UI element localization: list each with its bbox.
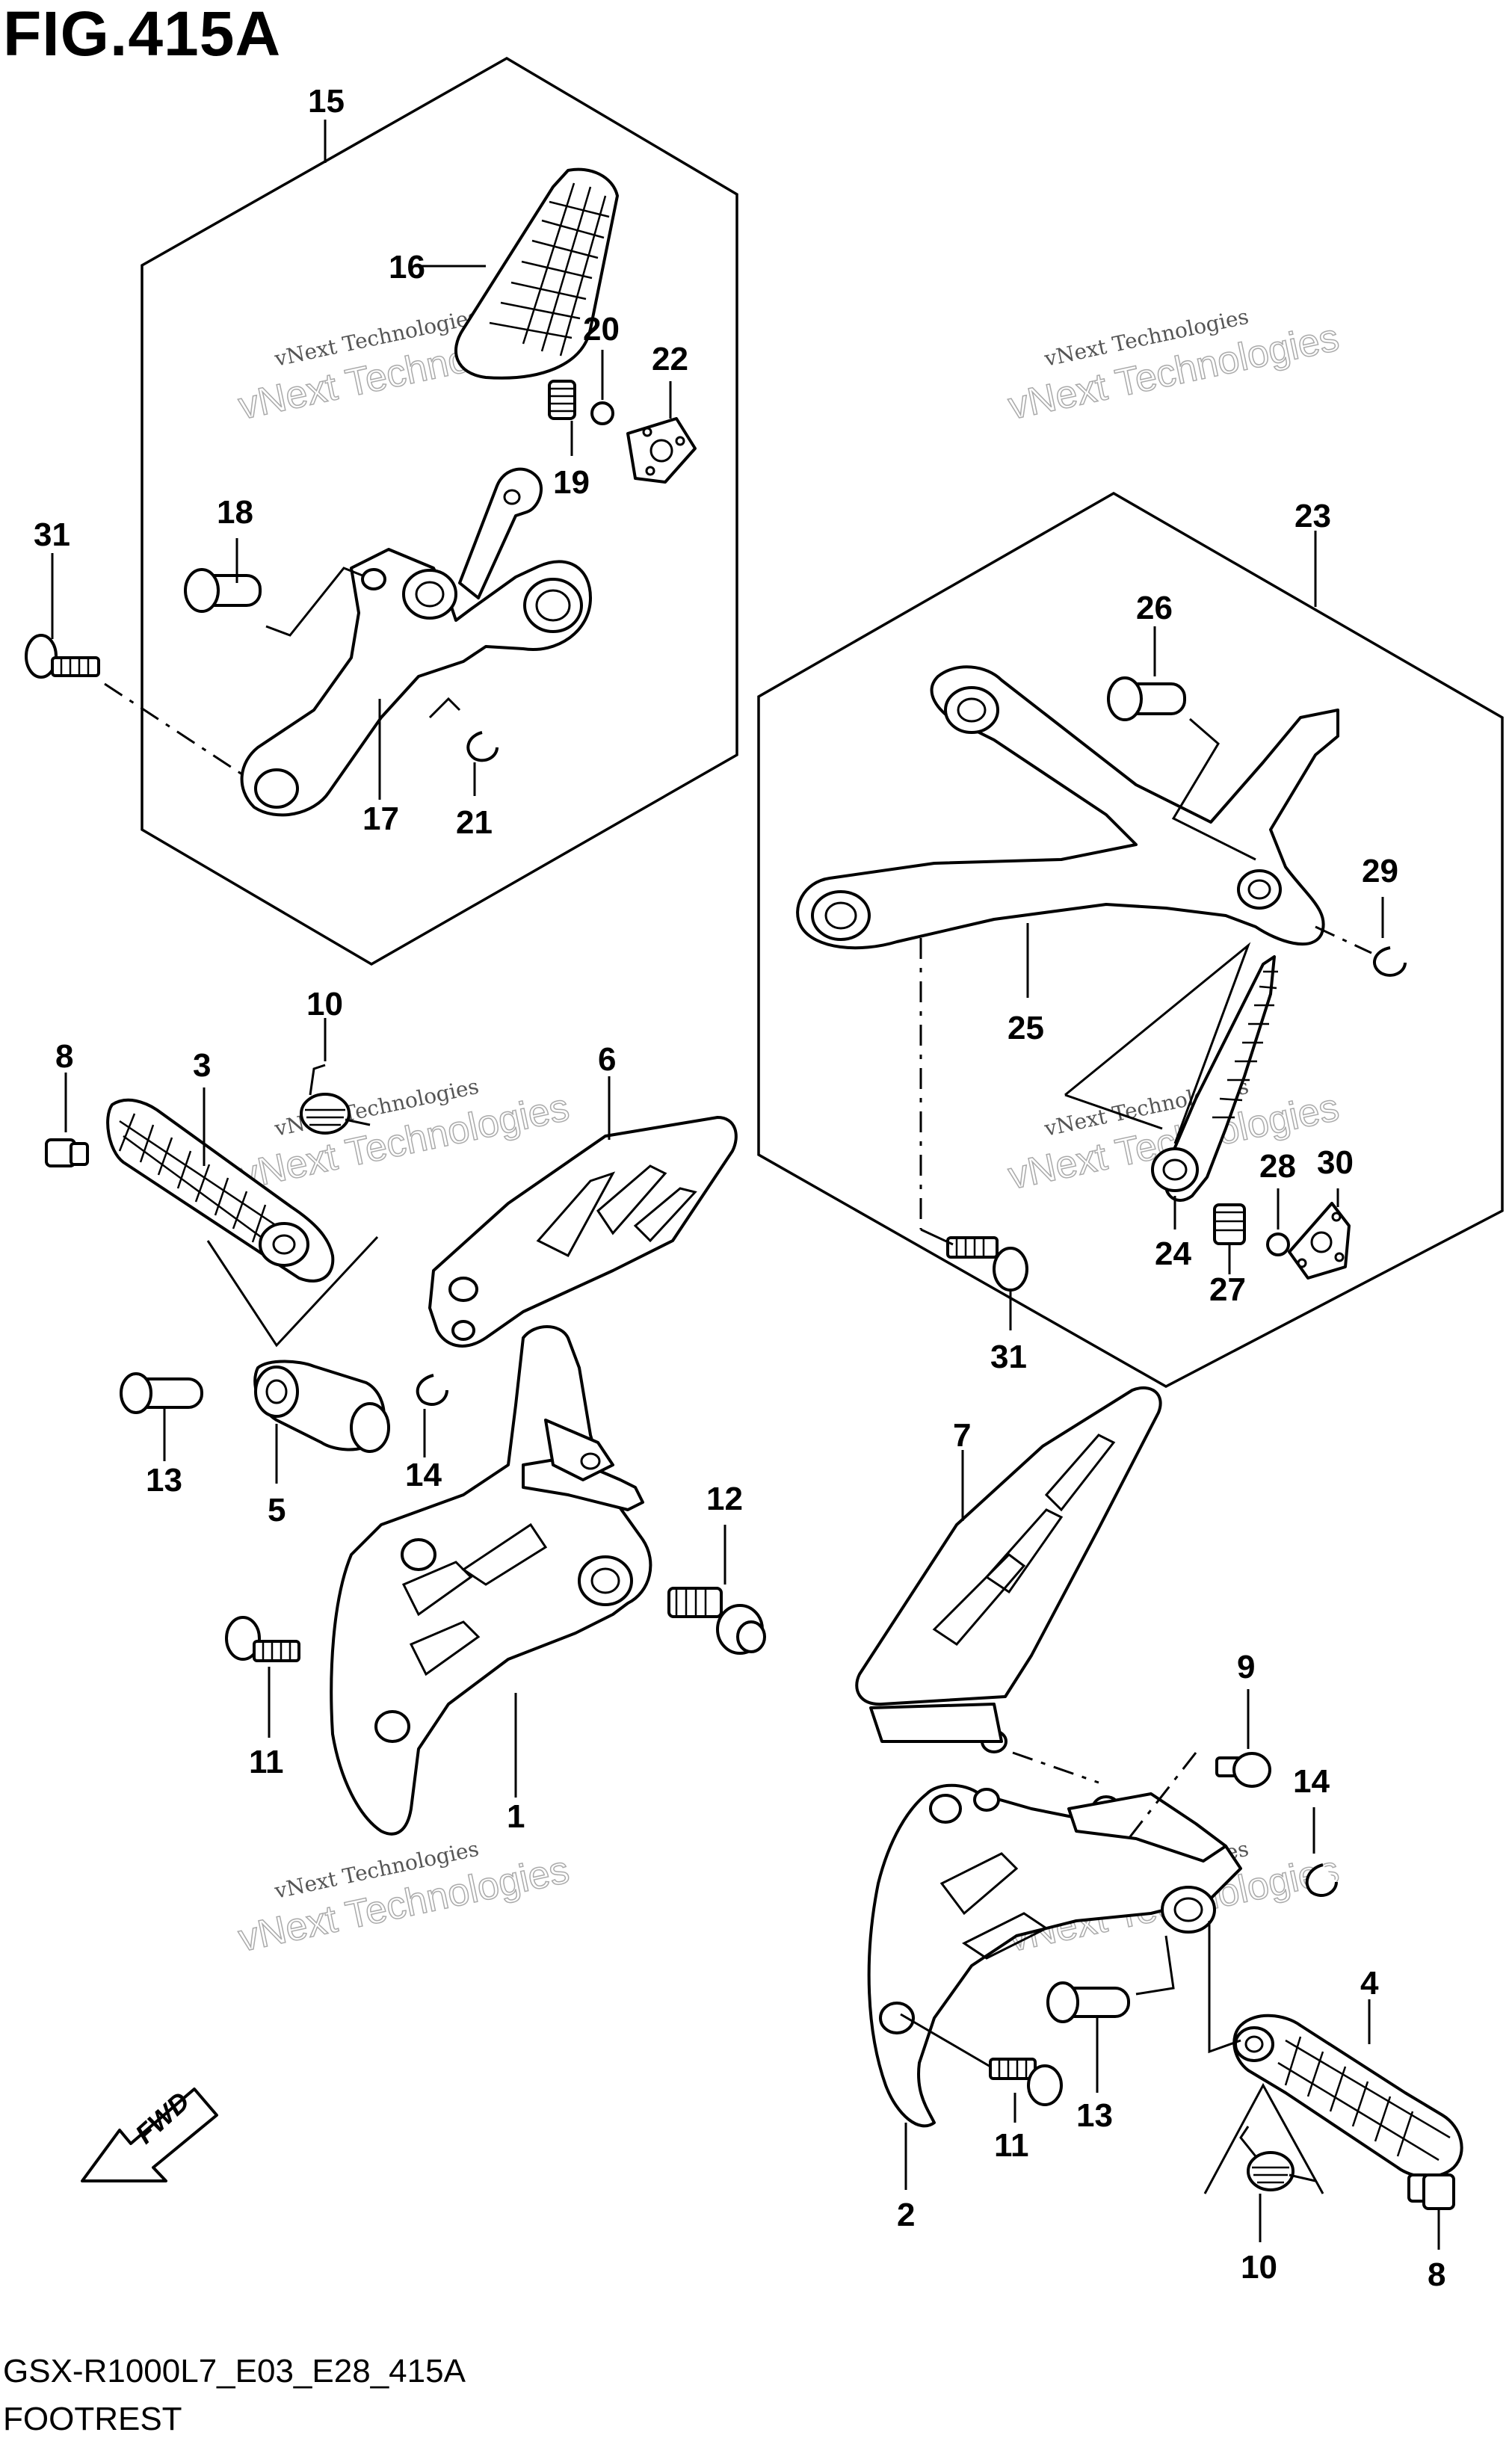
callout-19: 19 xyxy=(553,464,590,501)
assembly-box-23 xyxy=(757,491,1504,1388)
e-ring-14-left xyxy=(416,1374,448,1457)
callout-14: 14 xyxy=(405,1457,442,1493)
callout-4: 4 xyxy=(1360,1965,1379,2002)
bolt-31-lower xyxy=(919,938,1028,1330)
spring-19 xyxy=(548,380,576,456)
callout-13-right: 13 xyxy=(1076,2097,1113,2134)
plate-30 xyxy=(1288,1188,1351,1280)
figure-name: FOOTREST xyxy=(3,2401,182,2437)
pin-18 xyxy=(184,538,363,637)
callout-21: 21 xyxy=(456,804,493,841)
bolt-11-right xyxy=(900,2013,1063,2123)
figure-title: FIG.415A xyxy=(3,0,282,69)
fwd-arrow: FWD xyxy=(81,2086,218,2182)
plate-22 xyxy=(626,381,697,484)
nut-8-right xyxy=(1407,2173,1455,2250)
bolt-11-left xyxy=(225,1616,300,1738)
spring-27 xyxy=(1213,1203,1246,1274)
callout-6: 6 xyxy=(598,1041,616,1078)
callout-28: 28 xyxy=(1259,1148,1296,1185)
e-ring-21 xyxy=(428,697,499,796)
callout-22: 22 xyxy=(652,341,688,377)
figure-code: GSX-R1000L7_E03_E28_415A xyxy=(3,2353,466,2389)
callout-30: 30 xyxy=(1317,1144,1354,1181)
callout-11-right: 11 xyxy=(994,2127,1029,2164)
rear-footpeg-24 xyxy=(1064,942,1278,1229)
e-ring-14-right xyxy=(1305,1807,1338,1897)
torsion-spring-10 xyxy=(300,1018,371,1135)
callout-20: 20 xyxy=(583,311,620,348)
pin-26 xyxy=(1107,626,1256,861)
callout-10-right: 10 xyxy=(1241,2249,1277,2286)
callout-31: 31 xyxy=(34,516,70,553)
footpeg-4 xyxy=(1208,1921,1463,2179)
nut-8-left xyxy=(45,1073,89,1167)
callout-5: 5 xyxy=(268,1492,286,1528)
callout-8: 8 xyxy=(55,1038,73,1075)
callout-16: 16 xyxy=(389,249,425,286)
callout-10: 10 xyxy=(306,986,343,1022)
footrest-bracket-2 xyxy=(867,1783,1242,2190)
pin-13-left xyxy=(120,1372,203,1461)
callout-8-right: 8 xyxy=(1428,2256,1445,2293)
callout-1: 1 xyxy=(507,1798,525,1835)
callout-18: 18 xyxy=(217,494,253,531)
callout-29: 29 xyxy=(1362,853,1398,889)
assembly-box-15 xyxy=(141,56,738,966)
callout-9: 9 xyxy=(1237,1649,1255,1685)
ball-28 xyxy=(1266,1188,1290,1256)
pin-13-right xyxy=(1046,1935,1175,2093)
callout-15: 15 xyxy=(308,83,345,120)
e-ring-29 xyxy=(1315,897,1407,977)
callout-numbers: 15 16 20 22 19 18 31 17 21 23 26 29 25 1… xyxy=(34,83,1445,2293)
callout-3: 3 xyxy=(193,1047,211,1084)
callout-13: 13 xyxy=(146,1462,182,1499)
footpeg-3 xyxy=(106,1087,379,1348)
footrest-bracket-1 xyxy=(330,1325,652,1836)
callout-23: 23 xyxy=(1295,498,1331,534)
callout-14-right: 14 xyxy=(1293,1763,1330,1800)
callout-11: 11 xyxy=(249,1744,284,1780)
callout-25: 25 xyxy=(1008,1010,1044,1046)
torsion-spring-10-right xyxy=(1203,2082,1324,2242)
heel-guard-7 xyxy=(855,1386,1162,1784)
rear-bracket-25 xyxy=(796,665,1339,998)
callout-26: 26 xyxy=(1136,590,1173,626)
bolt-9 xyxy=(1127,1689,1271,1839)
callout-12: 12 xyxy=(706,1481,743,1517)
callout-24: 24 xyxy=(1155,1235,1191,1272)
callout-27: 27 xyxy=(1209,1271,1246,1308)
callout-17: 17 xyxy=(362,800,399,837)
shaft-5 xyxy=(253,1360,390,1484)
callout-2: 2 xyxy=(897,2197,915,2233)
ball-20 xyxy=(590,350,614,425)
bolt-31-upper xyxy=(25,553,247,779)
footpeg-rubber-16 xyxy=(415,167,619,380)
callout-31-lower: 31 xyxy=(990,1339,1027,1375)
callout-7: 7 xyxy=(953,1417,971,1454)
bolt-12 xyxy=(667,1525,766,1655)
footpeg-bracket-17 xyxy=(240,467,592,817)
heel-guard-6 xyxy=(428,1076,738,1348)
